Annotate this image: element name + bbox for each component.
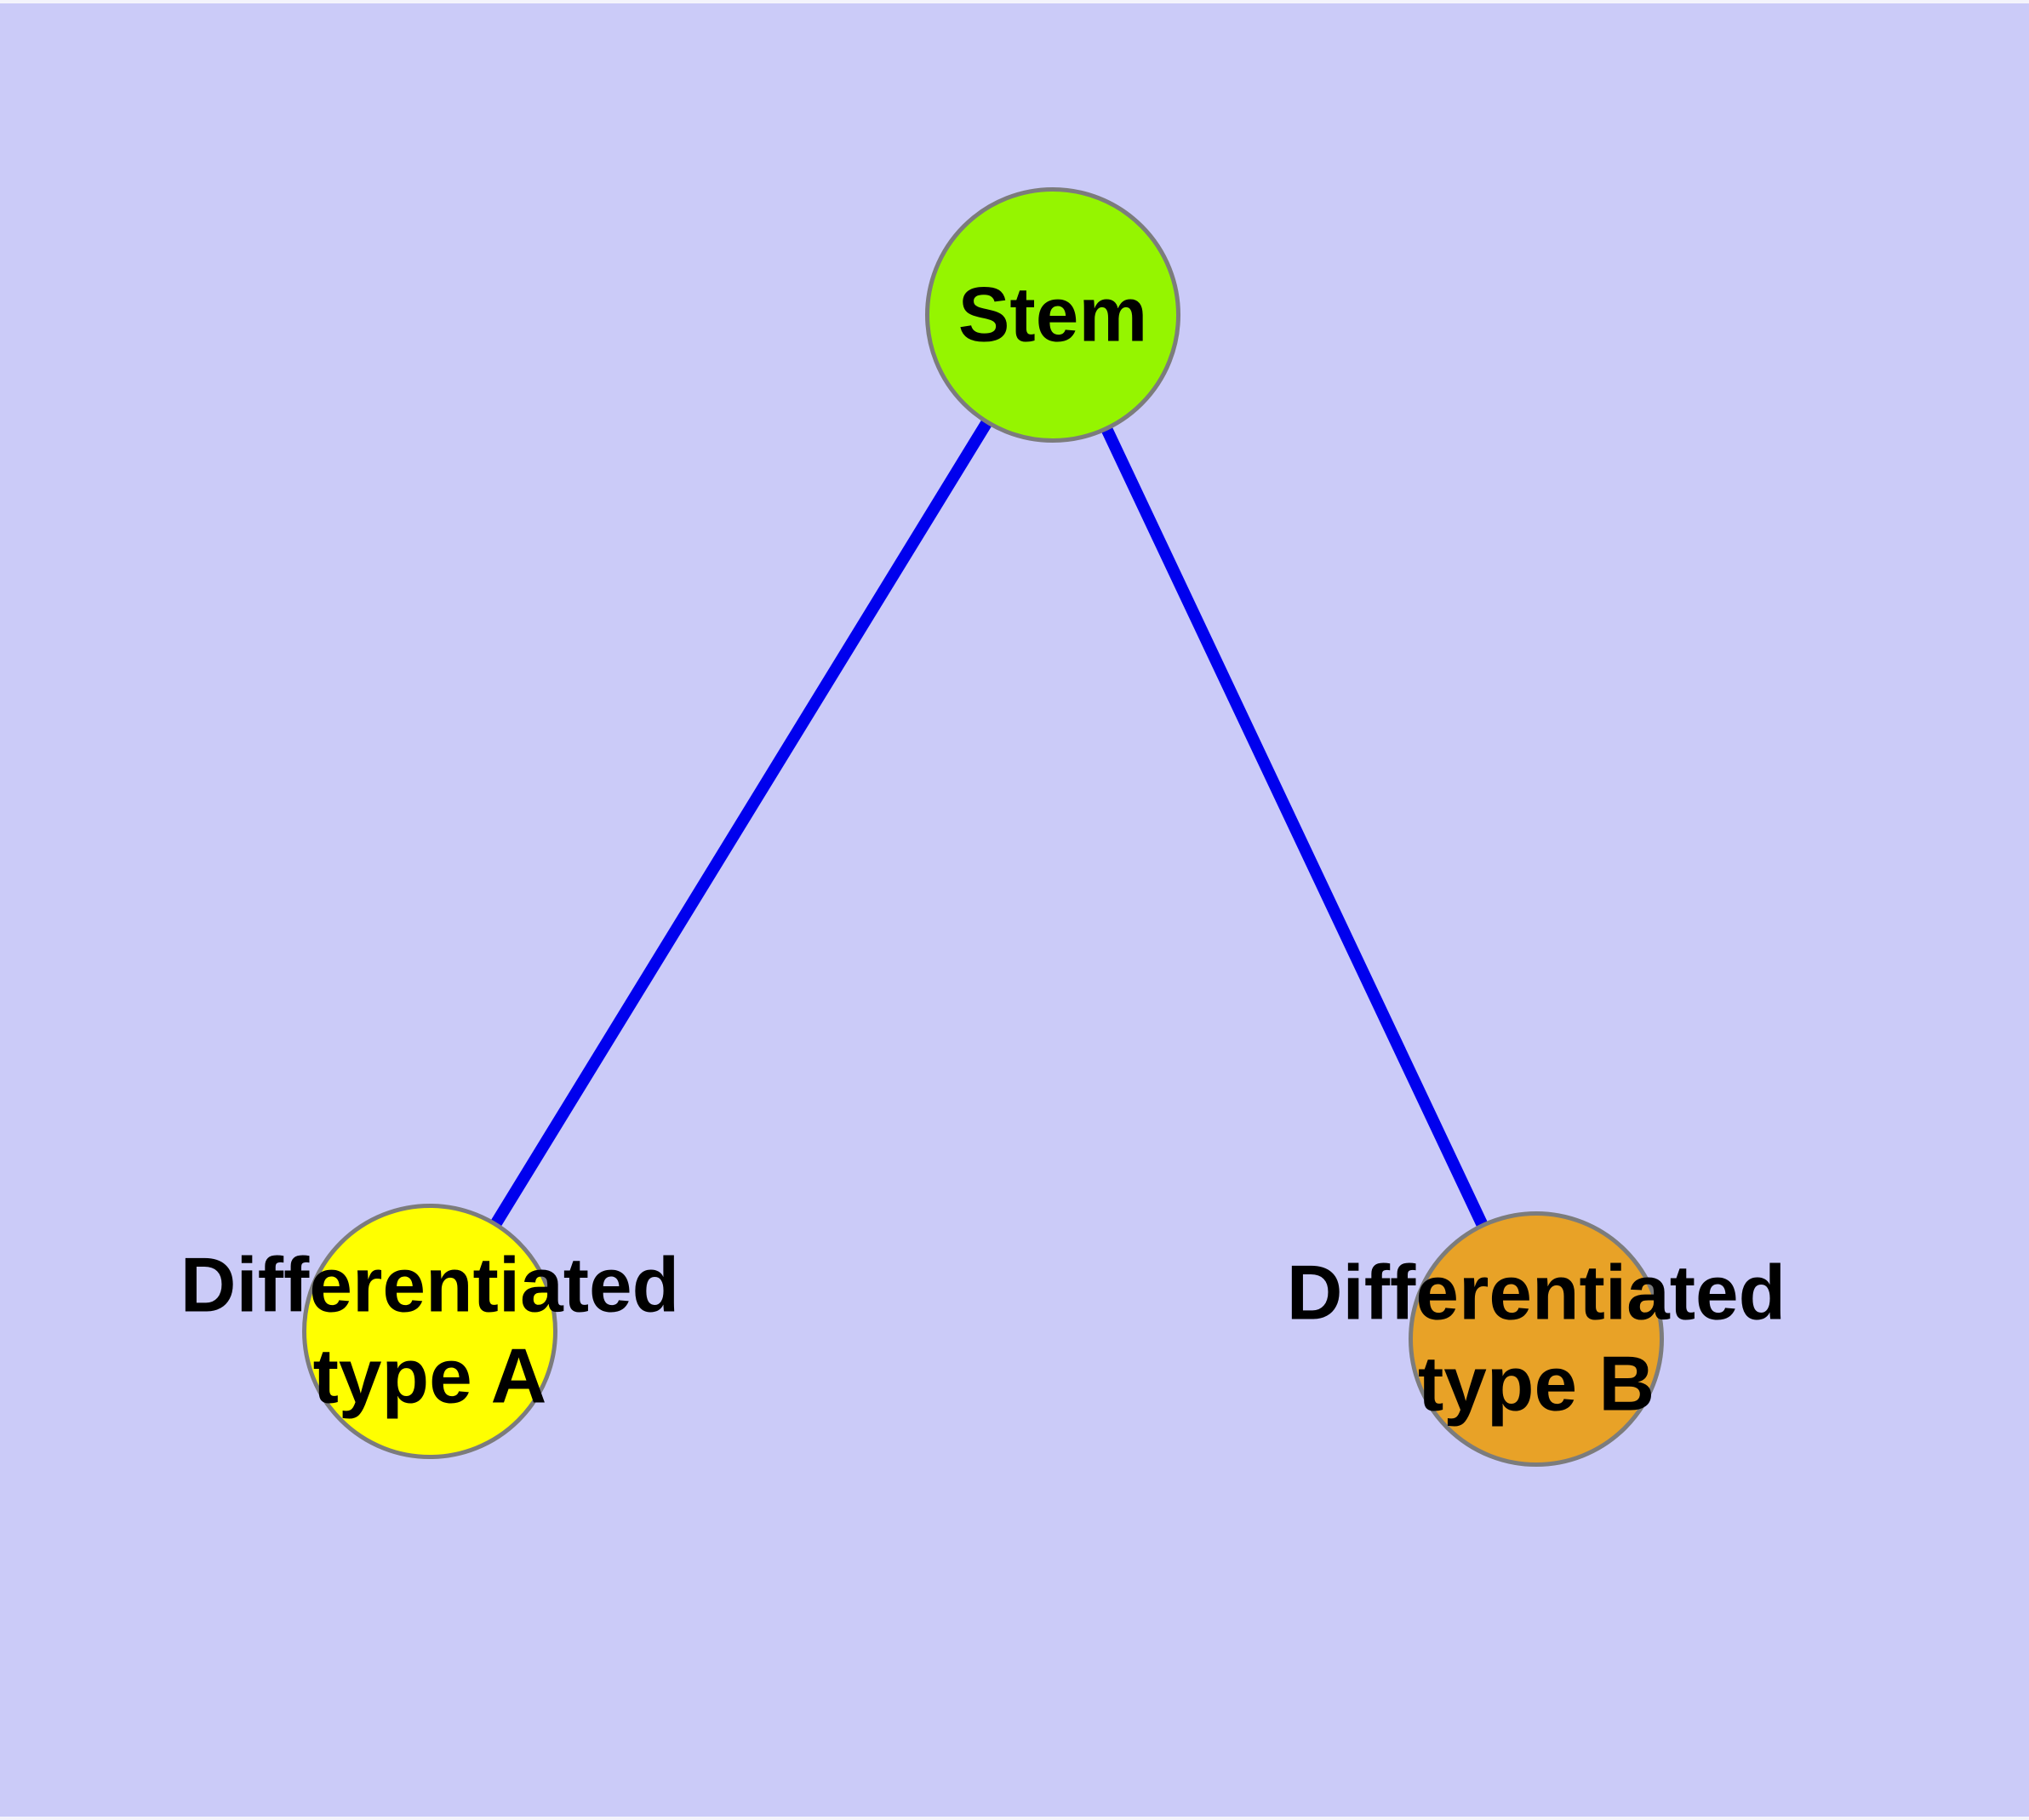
canvas-bottom-margin bbox=[0, 1817, 2029, 1820]
node-differentiated-type-b-label: Differentiated type B bbox=[1286, 1250, 1786, 1428]
node-differentiated-type-b-circle bbox=[1409, 1211, 1664, 1467]
node-differentiated-type-a-circle bbox=[302, 1204, 557, 1459]
node-stem-circle bbox=[925, 187, 1180, 443]
node-stem-label: Stem bbox=[957, 272, 1148, 358]
edge-stem-to-type-b bbox=[1047, 312, 1542, 1342]
node-differentiated-type-a-label: Differentiated type A bbox=[180, 1242, 680, 1420]
edge-stem-to-type-a bbox=[425, 312, 1058, 1335]
canvas-top-margin bbox=[0, 0, 2029, 3]
